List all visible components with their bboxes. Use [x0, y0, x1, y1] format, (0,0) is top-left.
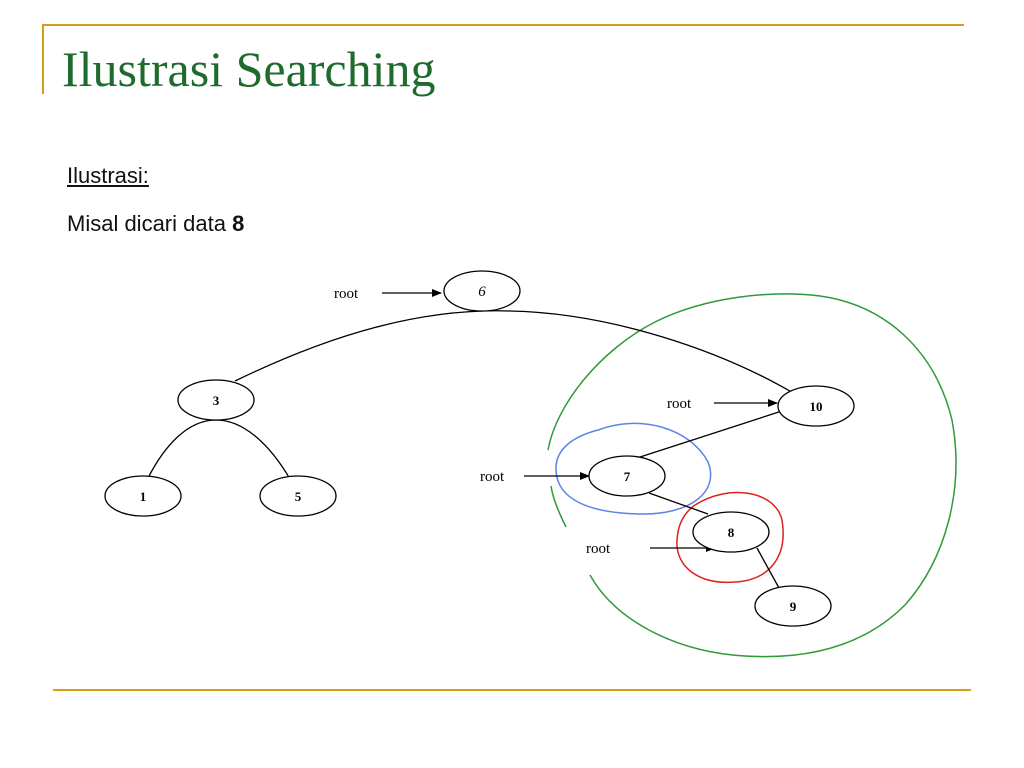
- root-label-6: root: [334, 286, 359, 302]
- node-1: 1: [104, 475, 182, 517]
- edge-3-5: [215, 419, 291, 480]
- root-label-10: root: [667, 396, 692, 412]
- green-highlight: [547, 293, 957, 658]
- red-highlight: [676, 491, 784, 584]
- edge-7-8: [648, 492, 709, 515]
- node-6-label: 6: [478, 284, 486, 300]
- node-9: 9: [754, 585, 832, 627]
- root-label-7: root: [480, 469, 505, 485]
- node-8-label: 8: [728, 525, 735, 540]
- node-7: 7: [588, 455, 666, 497]
- blue-highlight: [555, 422, 712, 515]
- green-highlight-left-fragment: [550, 485, 567, 528]
- root-label-8: root: [586, 541, 611, 557]
- left-rule: [42, 24, 44, 94]
- node-8: 8: [692, 511, 770, 553]
- caption-text: Misal dicari data: [67, 211, 233, 236]
- edge-3-1: [147, 419, 217, 479]
- top-rule: [42, 24, 964, 26]
- node-9-label: 9: [790, 599, 797, 614]
- node-7-label: 7: [624, 469, 631, 484]
- node-6: 6: [443, 270, 521, 312]
- node-10: 10: [777, 385, 855, 427]
- caption-value: 8: [232, 211, 245, 236]
- subheading: Ilustrasi:: [67, 163, 149, 188]
- node-1-label: 1: [140, 489, 147, 504]
- slide-title: Ilustrasi Searching: [62, 41, 436, 97]
- edge-10-7: [636, 409, 786, 459]
- bottom-rule: [53, 689, 971, 691]
- node-10-label: 10: [810, 399, 823, 414]
- edge-6-10: [509, 310, 796, 395]
- node-5: 5: [259, 475, 337, 517]
- node-3: 3: [177, 379, 255, 421]
- edge-6-3: [234, 310, 511, 382]
- node-5-label: 5: [295, 489, 302, 504]
- edge-8-9: [756, 547, 780, 589]
- node-3-label: 3: [213, 393, 220, 408]
- caption: Misal dicari data 8: [67, 211, 244, 237]
